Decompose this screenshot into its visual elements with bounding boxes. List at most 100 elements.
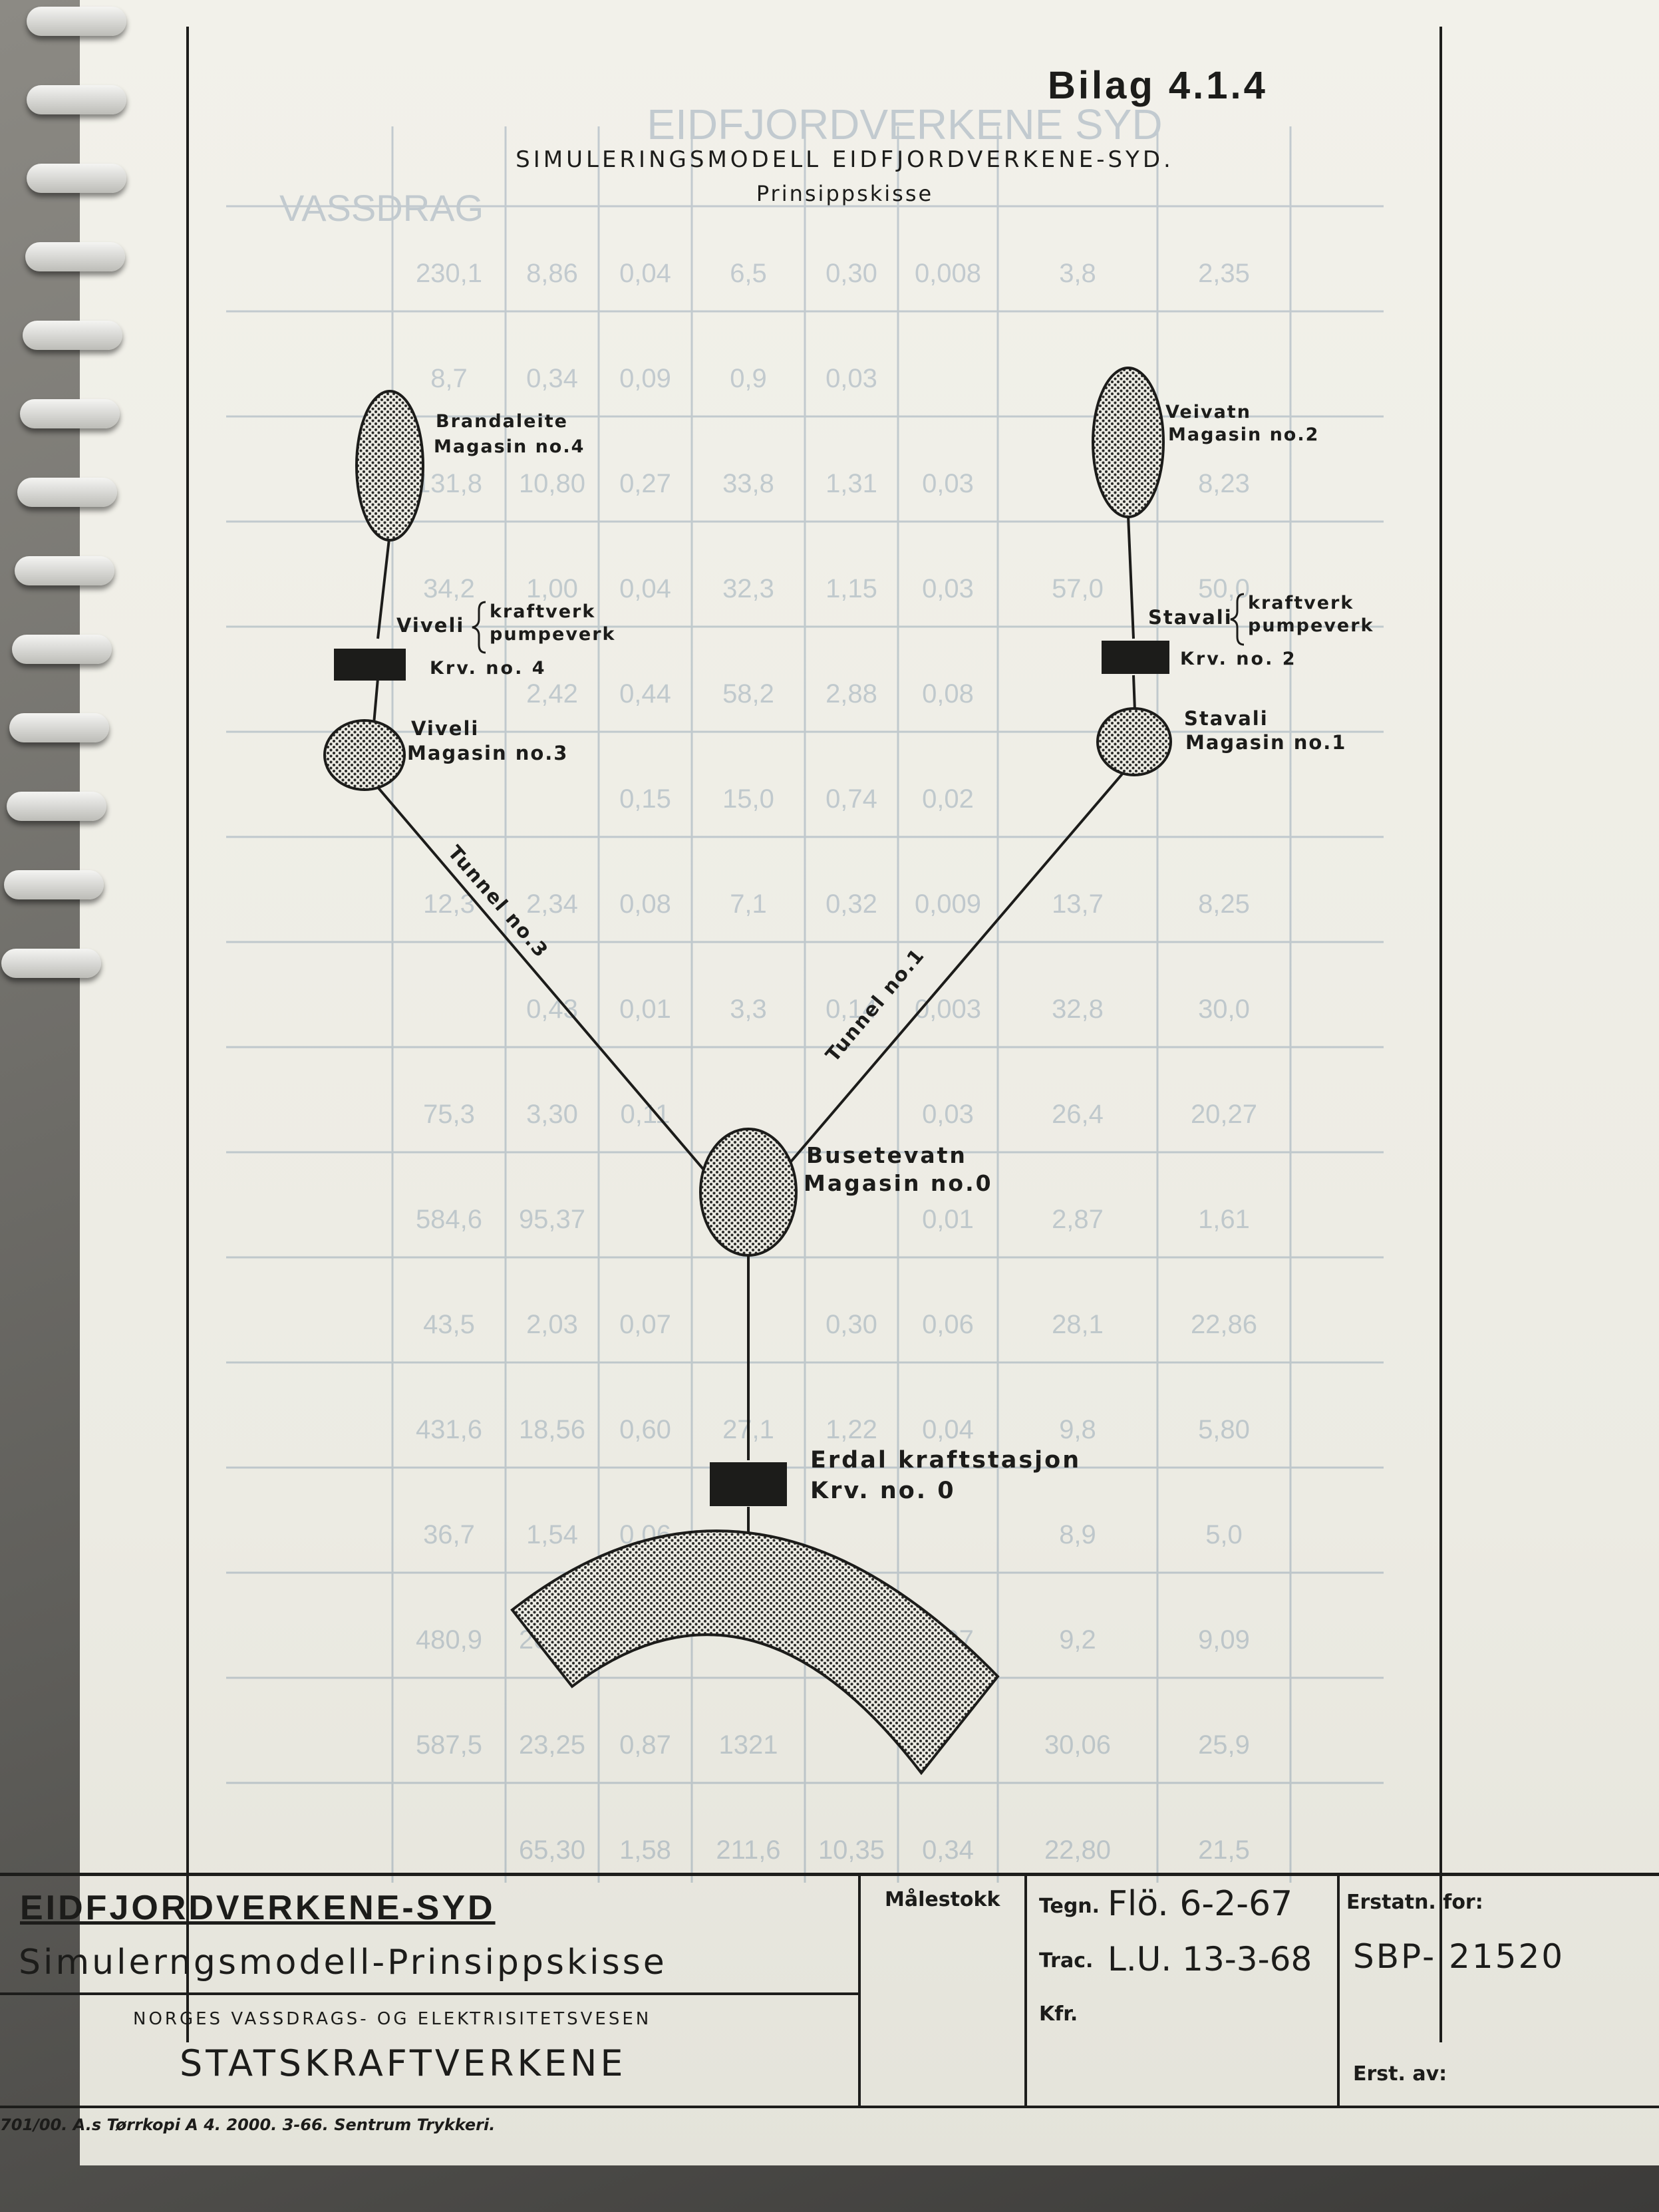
show-through-cell: 15,0 [722, 784, 774, 814]
show-through-cell: 9,2 [1059, 1625, 1096, 1655]
show-through-cell: 2,03 [526, 1310, 578, 1339]
sketch-subtitle: Prinsippskisse [756, 181, 934, 206]
erdal-krv: Krv. no. 0 [810, 1478, 956, 1504]
show-through-cell: 230,1 [416, 259, 482, 288]
drawn-by-cell: Tegn. Flö. 6-2-67 Trac. L.U. 13-3-68 Kfr… [1024, 1876, 1340, 2106]
show-through-cell: 0,03 [826, 364, 877, 393]
show-through-cell: 0,08 [619, 889, 671, 919]
line-viveli-plant-viveli-res [373, 678, 379, 724]
show-through-cell: 57,0 [1052, 574, 1104, 603]
show-through-cell: 0,04 [922, 1415, 974, 1444]
stavali-kraftverk: kraftverk [1248, 593, 1354, 613]
fjord-outlet-shape [510, 1529, 1000, 1776]
stavali-res-magasin: Magasin no.1 [1185, 731, 1346, 754]
show-through-cell: 25,9 [1198, 1730, 1250, 1760]
show-through-cell: 0,01 [922, 1205, 974, 1234]
show-through-cell: 0,34 [526, 364, 578, 393]
show-through-cell: 5,80 [1198, 1415, 1250, 1444]
show-through-cell: 0,09 [619, 364, 671, 393]
show-through-cell: 10,35 [818, 1835, 885, 1865]
show-through-cell: 0,04 [619, 574, 671, 603]
show-through-cell: 0,15 [619, 784, 671, 814]
show-through-cell: 2,88 [826, 679, 877, 709]
drawn-value: Flö. 6-2-67 [1108, 1884, 1293, 1924]
replaced-by-label: Erst. av: [1353, 2062, 1447, 2086]
veivatn-magasin: Magasin no.2 [1168, 424, 1319, 445]
show-through-cell: 32,3 [722, 574, 774, 603]
show-through-cell: 0,27 [619, 469, 671, 498]
show-through-cell: 58,2 [722, 679, 774, 709]
appendix-label: Bilag 4.1.4 [1048, 64, 1268, 107]
show-through-cell: 9,8 [1059, 1415, 1096, 1444]
viveli-pumpeverk: pumpeverk [490, 624, 616, 645]
document-page [80, 0, 1659, 2165]
show-through-cell: 33,8 [722, 469, 774, 498]
show-through-cell: 0,11 [621, 1100, 671, 1129]
show-through-cell: 65,30 [519, 1835, 585, 1865]
stavali-power-plant-symbol [1102, 641, 1169, 674]
viveli-res-name: Viveli [411, 717, 479, 740]
show-through-cell: 1,61 [1198, 1205, 1250, 1234]
show-through-cell: 0,08 [922, 679, 974, 709]
tunnel-no-1-label: Tunnel no.1 [821, 943, 929, 1066]
show-through-cell: 0,44 [619, 679, 671, 709]
spiral-binding [0, 0, 173, 1131]
stavali-reservoir [1096, 707, 1172, 776]
department-name: STATSKRAFTVERKENE [180, 2042, 627, 2084]
show-through-cell: 0,60 [619, 1415, 671, 1444]
agency-name: NORGES VASSDRAGS- OG ELEKTRISITETSVESEN [133, 2009, 652, 2029]
show-through-cell: 0,04 [619, 259, 671, 288]
show-through-column-header: VASSDRAG [279, 187, 484, 229]
show-through-cell: 0,32 [826, 889, 877, 919]
show-through-cell: 43,5 [423, 1310, 475, 1339]
stavali-plant-name: Stavali [1148, 606, 1233, 629]
drawn-label: Tegn. [1039, 1895, 1100, 1918]
tunnel-no-3-label: Tunnel no.3 [444, 841, 553, 962]
show-through-cell: 0,01 [619, 995, 671, 1024]
show-through-cell: 75,3 [423, 1100, 475, 1129]
show-through-cell: 95,37 [519, 1205, 585, 1234]
show-through-cell: 8,23 [1198, 469, 1250, 498]
replaces-value: SBP- 21520 [1353, 1937, 1565, 1976]
show-through-cell: 584,6 [416, 1205, 482, 1234]
veivatn-reservoir [1092, 367, 1165, 518]
stavali-res-name: Stavali [1184, 707, 1269, 730]
show-through-cell: 3,8 [1059, 259, 1096, 288]
line-veivatn-stavali-plant [1127, 515, 1135, 639]
drawing-frame [186, 27, 1442, 2042]
show-through-cell: 0,34 [922, 1835, 974, 1865]
show-through-cell: 1,15 [826, 574, 877, 603]
show-through-cell: 50,0 [1198, 574, 1250, 603]
show-through-cell: 1,54 [526, 1520, 578, 1549]
show-through-cell: 22,86 [1191, 1310, 1257, 1339]
show-through-cell: 0,43 [526, 995, 578, 1024]
viveli-brace [472, 601, 486, 654]
show-through-cell: 28,1 [1052, 1310, 1104, 1339]
show-through-cell: 1,58 [619, 1835, 671, 1865]
show-through-cell: 23,25 [519, 1730, 585, 1760]
traced-label: Trac. [1039, 1949, 1094, 1973]
show-through-cell: 0,009 [915, 889, 981, 919]
scale-cell: Målestokk [858, 1876, 1027, 2106]
show-through-cell: 36,7 [423, 1520, 475, 1549]
line-brandaleite-viveli-plant [377, 538, 390, 639]
busetevatn-reservoir [699, 1128, 798, 1257]
erdal-power-plant-symbol [710, 1462, 787, 1506]
show-through-cell: 0,06 [922, 1310, 974, 1339]
show-through-cell: 2,42 [526, 679, 578, 709]
title-block-name-cell: EIDFJORDVERKENE-SYD Simulerngsmodell-Pri… [0, 1876, 861, 2106]
show-through-cell: 0,008 [915, 259, 981, 288]
title-block: EIDFJORDVERKENE-SYD Simulerngsmodell-Pri… [0, 1873, 1659, 2108]
show-through-cell: 21,5 [1198, 1835, 1250, 1865]
show-through-cell: 480,9 [416, 1625, 482, 1655]
busetevatn-name: Busetevatn [806, 1142, 967, 1168]
show-through-cell: 18,56 [519, 1415, 585, 1444]
show-through-cell: 7,1 [730, 889, 767, 919]
show-through-cell: 0,02 [922, 784, 974, 814]
show-through-cell: 0,30 [826, 1310, 877, 1339]
show-through-cell: 0,30 [826, 259, 877, 288]
viveli-reservoir [323, 719, 406, 791]
